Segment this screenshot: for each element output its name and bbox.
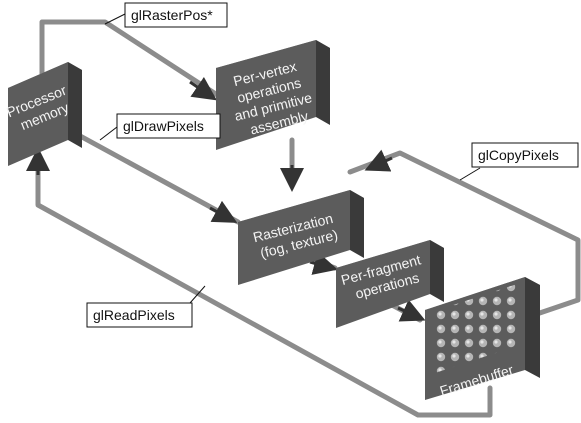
read-pixels-path [35,147,493,418]
callout-read-pixels: glReadPixels [86,285,206,328]
callout-copy-pixels: glCopyPixels [459,142,579,181]
callout-draw-pixels: glDrawPixels [99,113,221,141]
arrow-into-per-vertex [189,76,217,101]
arrowheads [26,76,426,322]
processor-memory-box: Processor memory [4,62,82,166]
per-fragment-box: Per-fragment operations [336,240,444,328]
copy-pixels-label: glCopyPixels [478,147,559,163]
rasterization-box: Rasterization (fog, texture) [238,190,364,285]
callout-raster-pos: glRasterPos* [104,2,228,28]
arrow-into-rasterization-copy [364,149,393,172]
arrow-into-framebuffer [397,299,426,322]
arrow-into-per-fragment [309,251,338,275]
framebuffer-pixel-grid [432,283,520,374]
per-vertex-box: Per-vertex operations and primitive asse… [216,40,330,150]
raster-pos-path [39,19,228,103]
arrow-into-rasterization-draw [209,200,238,223]
read-pixels-label: glReadPixels [93,307,175,323]
draw-pixels-label: glDrawPixels [123,118,204,134]
raster-pos-label: glRasterPos* [131,7,213,23]
draw-pixels-path [57,122,241,225]
